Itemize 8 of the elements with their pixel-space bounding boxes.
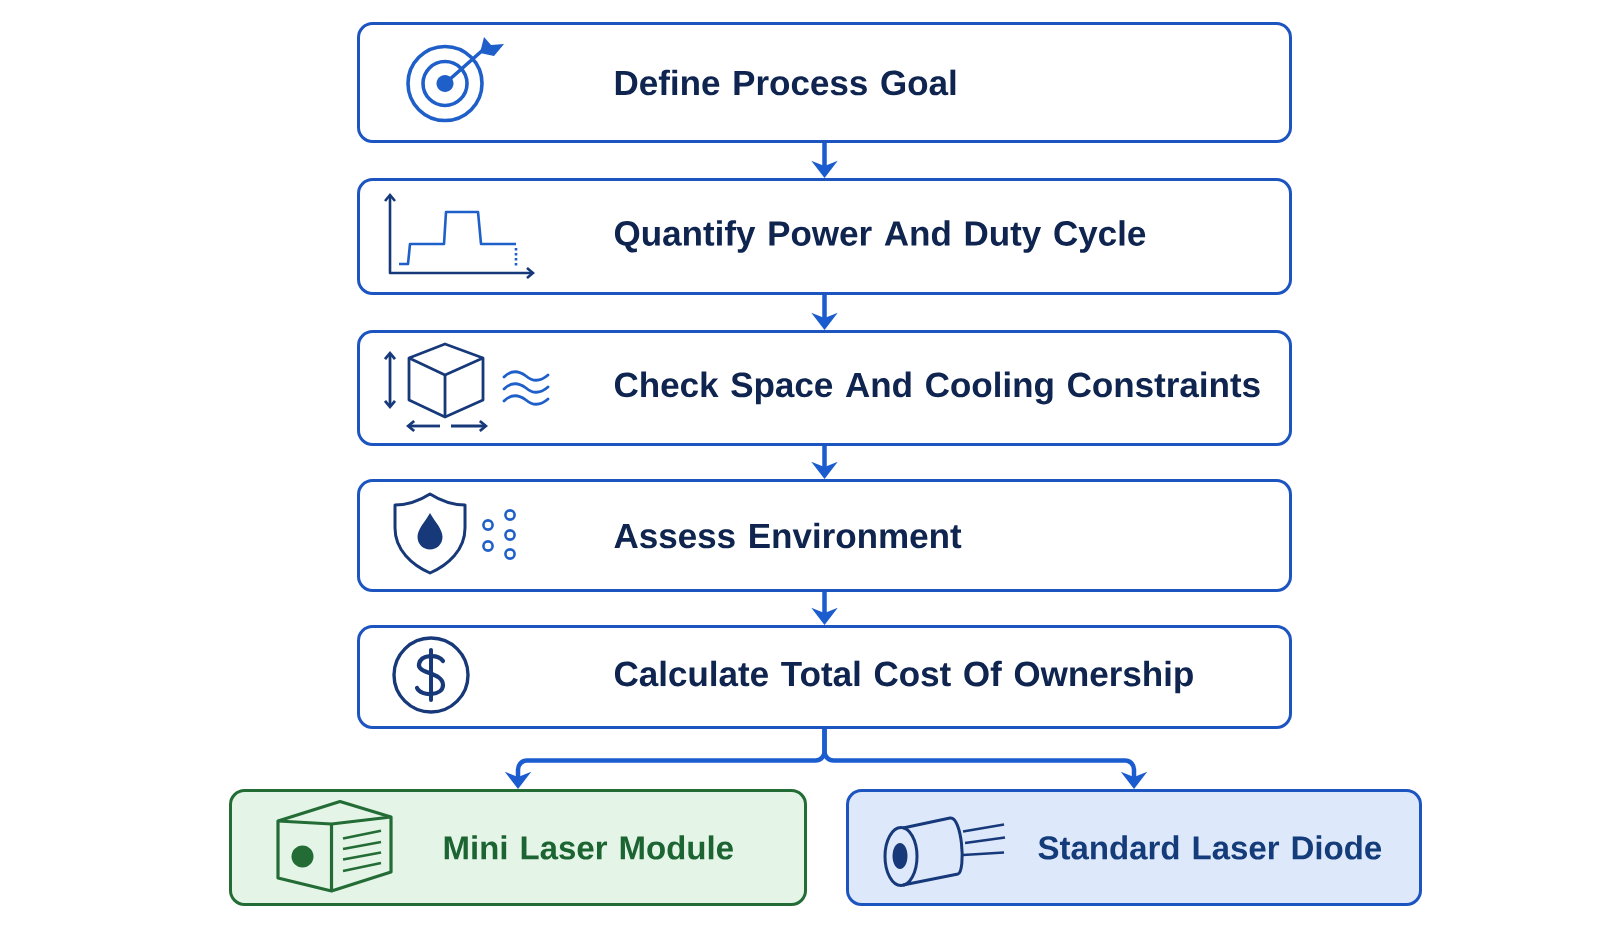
option-box: Mini Laser Module (229, 789, 807, 906)
process-box: Assess Environment (357, 479, 1292, 592)
arrow (822, 729, 1148, 789)
process-box: Calculate Total Cost Of Ownership (357, 625, 1292, 729)
process-box: Quantify Power And Duty Cycle (357, 178, 1292, 295)
process-box: Define Process Goal (357, 22, 1292, 143)
option-box: Standard Laser Diode (846, 789, 1422, 906)
process-box: Check Space And Cooling Constraints (357, 330, 1292, 446)
